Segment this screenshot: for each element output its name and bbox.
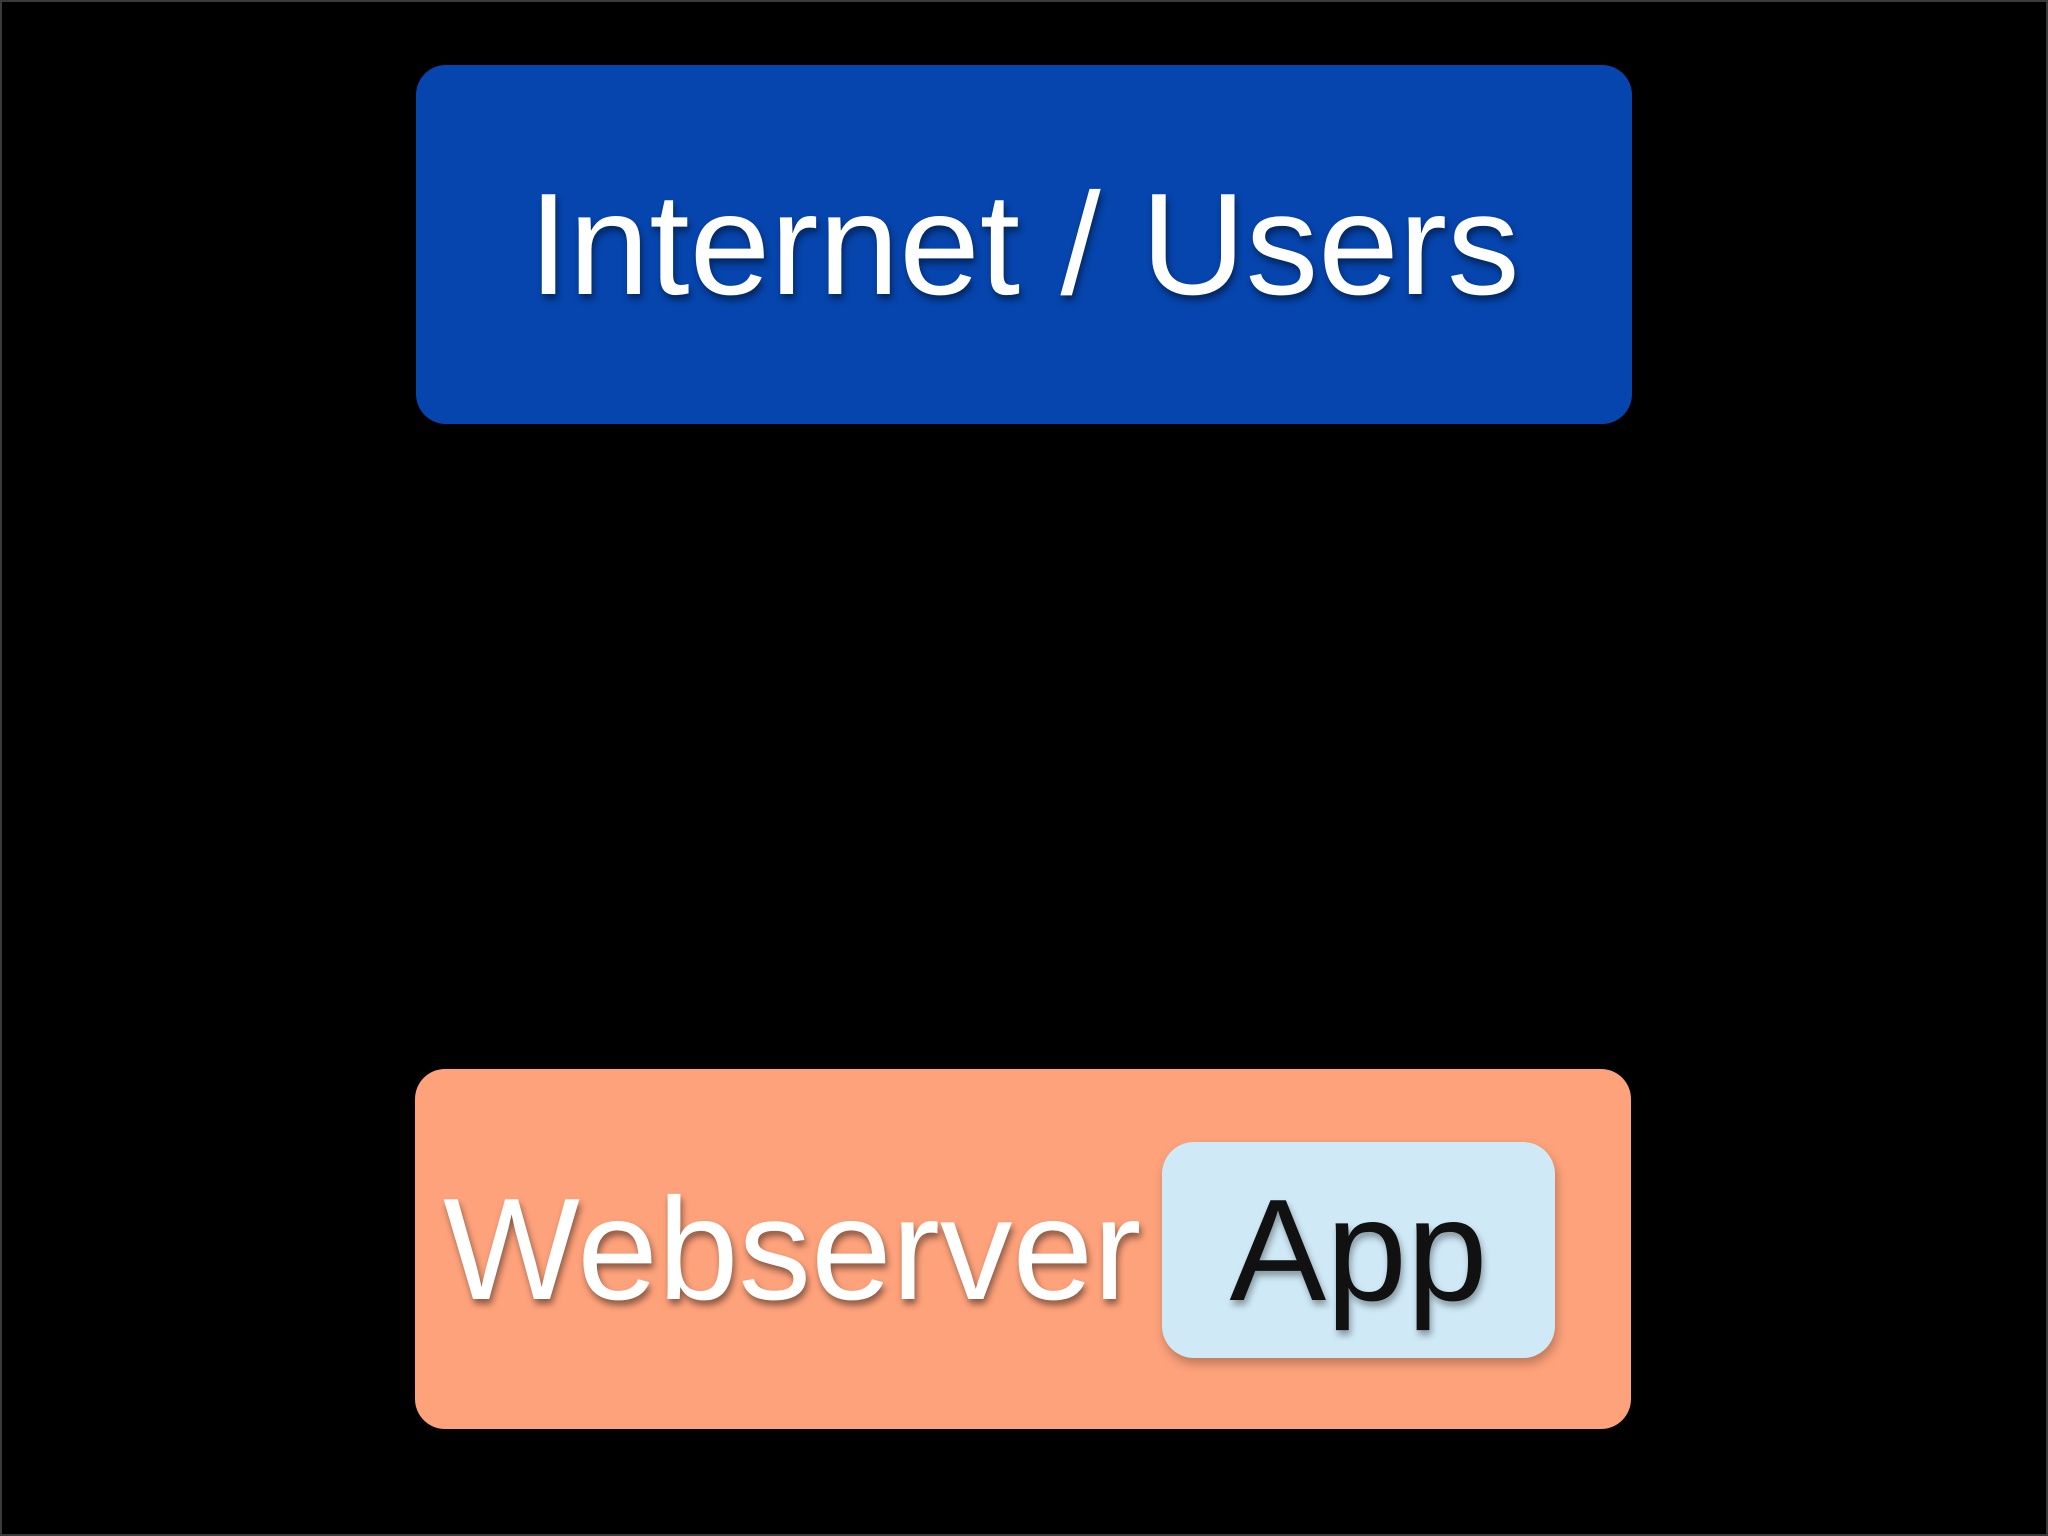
internet-users-node: Internet / Users bbox=[416, 65, 1632, 424]
app-node: App bbox=[1162, 1142, 1555, 1358]
webserver-node: Webserver App bbox=[415, 1069, 1631, 1429]
webserver-label: Webserver bbox=[443, 1167, 1142, 1330]
internet-users-label: Internet / Users bbox=[528, 163, 1520, 325]
app-label: App bbox=[1229, 1168, 1488, 1331]
